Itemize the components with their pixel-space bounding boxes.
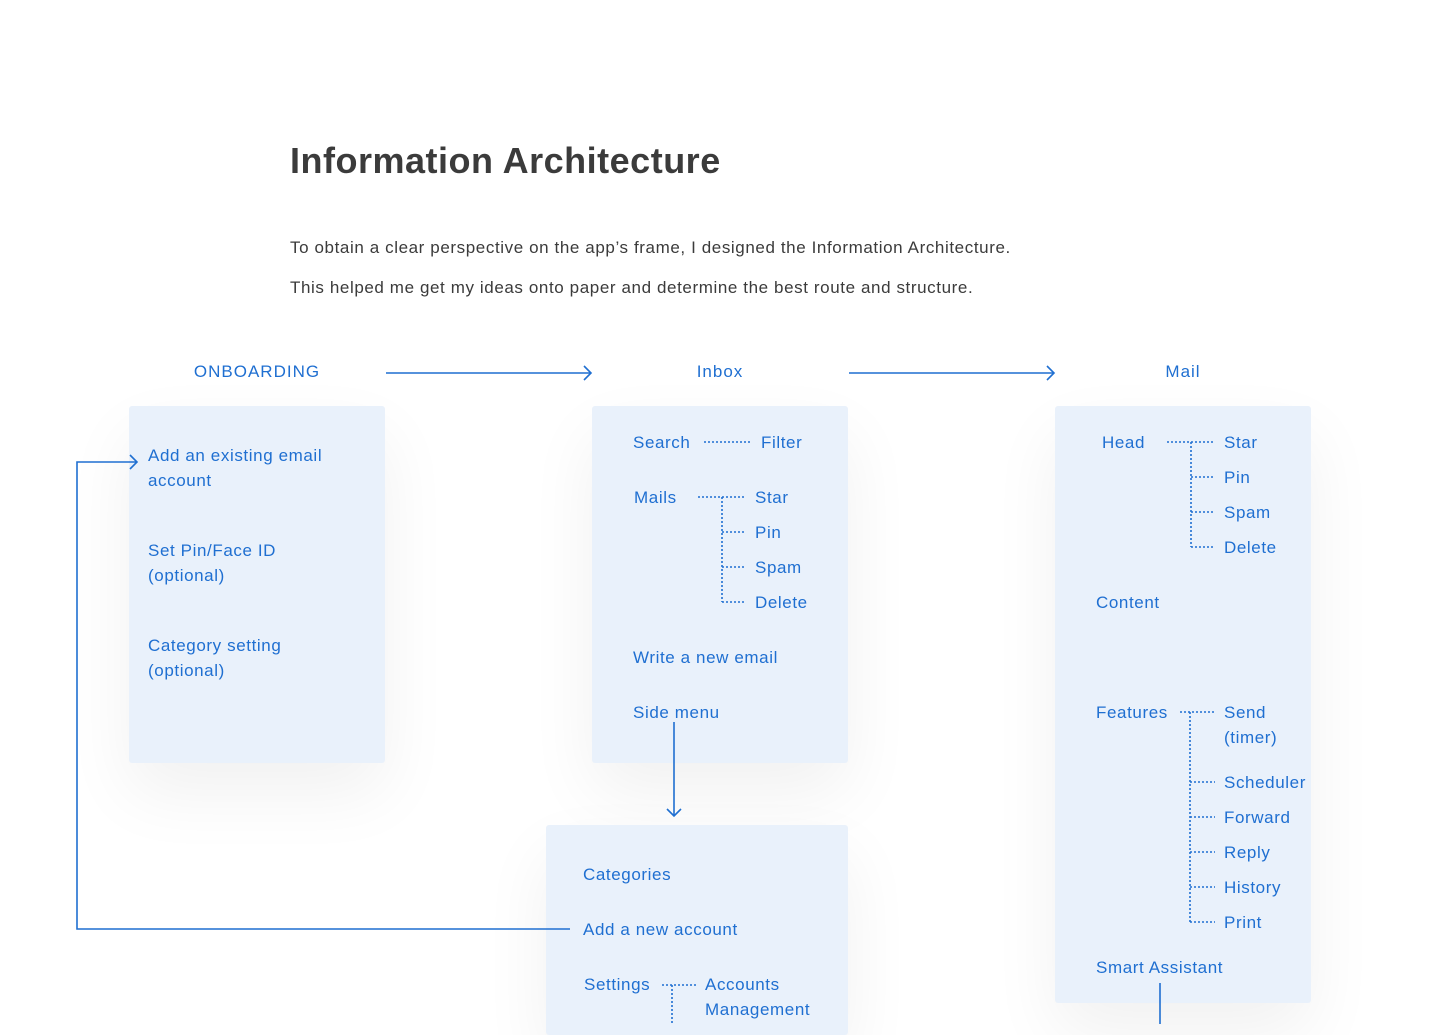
onboarding-card [129,406,385,763]
mail-send-line2: (timer) [1224,728,1278,747]
onboarding-category-line1: Category setting [148,636,282,655]
inbox-side-menu: Side menu [633,703,720,722]
side-menu-settings: Settings [584,975,651,994]
mail-head-star: Star [1224,433,1258,452]
arrow-head-2 [1046,365,1056,381]
side-menu-categories: Categories [583,865,672,884]
mail-head-delete: Delete [1224,538,1277,557]
intro-line-2: This helped me get my ideas onto paper a… [290,278,974,297]
inbox-mails-delete: Delete [755,593,808,612]
page-title: Information Architecture [290,140,721,181]
onboarding-title: ONBOARDING [193,362,321,381]
mail-head-pin: Pin [1224,468,1251,487]
side-menu-accounts-line2: Management [705,1000,811,1019]
onboarding-category-line2: (optional) [148,661,225,680]
inbox-mails-spam: Spam [755,558,802,577]
inbox-search: Search [633,433,691,452]
side-menu-accounts-line1: Accounts [705,975,780,994]
mail-forward: Forward [1224,808,1291,827]
side-menu-card [546,825,848,1035]
inbox-title: Inbox [696,362,744,381]
mail-print: Print [1224,913,1262,932]
inbox-mails-star: Star [755,488,789,507]
onboarding-pin-line2: (optional) [148,566,225,585]
inbox-mails-pin: Pin [755,523,782,542]
inbox-filter: Filter [761,433,803,452]
intro-line-1: To obtain a clear perspective on the app… [290,238,1011,257]
mail-content: Content [1096,593,1160,612]
mail-scheduler: Scheduler [1224,773,1306,792]
onboarding-pin-line1: Set Pin/Face ID [148,541,277,560]
arrow-add-account-to-onboarding [76,461,570,930]
inbox-write: Write a new email [633,648,778,667]
arrow-head-1 [583,365,593,381]
mail-reply: Reply [1224,843,1271,862]
mail-head-spam: Spam [1224,503,1271,522]
inbox-card [592,406,848,763]
mail-features: Features [1096,703,1168,722]
arrow-head-4 [129,454,139,470]
mail-history: History [1224,878,1282,897]
onboarding-add-email-line2: account [148,471,212,490]
onboarding-add-email-line1: Add an existing email [148,446,323,465]
side-menu-add-account: Add a new account [583,920,738,939]
mail-head: Head [1102,433,1146,452]
mail-send-line1: Send [1224,703,1267,722]
mail-card [1055,406,1311,1003]
mail-smart-assistant: Smart Assistant [1096,958,1224,977]
arrow-head-3 [666,808,682,818]
inbox-mails: Mails [634,488,677,507]
mail-title: Mail [1165,362,1201,381]
